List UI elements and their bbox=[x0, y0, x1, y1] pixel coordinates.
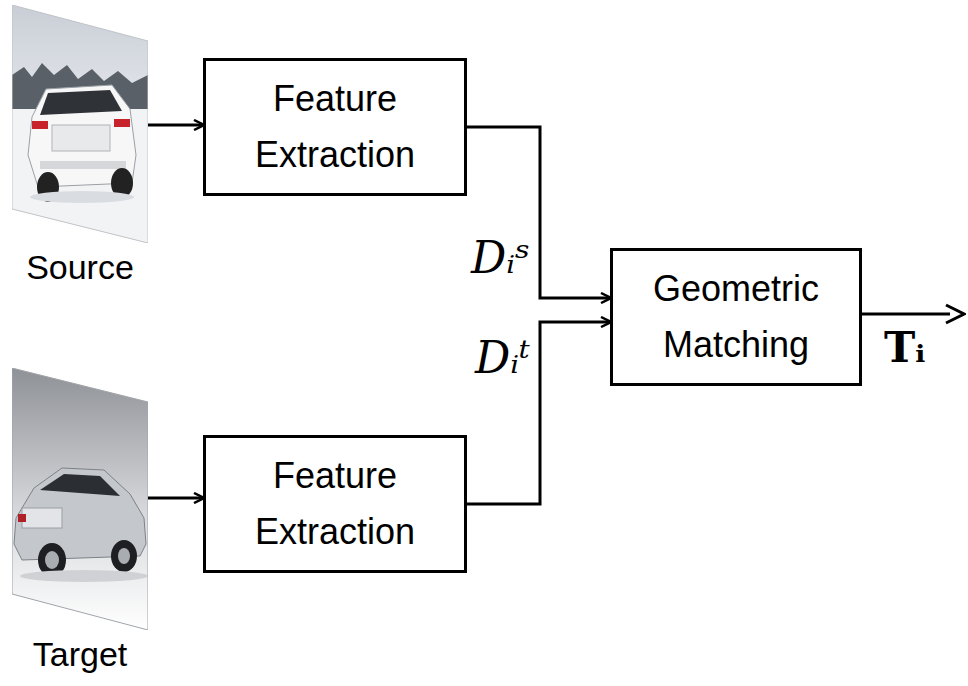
connector-arrow bbox=[467, 322, 610, 504]
output-label: Tᵢ bbox=[884, 322, 925, 374]
source-photo bbox=[12, 5, 148, 243]
target-photo bbox=[12, 368, 148, 630]
connector-arrow bbox=[148, 497, 203, 500]
process-box: Geometric Matching bbox=[610, 248, 862, 386]
image-caption: Source bbox=[0, 247, 168, 287]
image-caption: Target bbox=[0, 634, 168, 674]
connector-arrow bbox=[467, 127, 610, 298]
box-label: Feature Extraction bbox=[216, 71, 454, 183]
connector-arrow bbox=[148, 124, 203, 127]
box-label: Feature Extraction bbox=[216, 448, 454, 560]
image-node: Source bbox=[12, 5, 148, 287]
edge-label: Dᵢᵗ bbox=[473, 330, 532, 386]
process-box: Feature Extraction bbox=[203, 58, 467, 196]
image-node: Target bbox=[12, 368, 148, 674]
edge-label: Dᵢˢ bbox=[469, 230, 532, 286]
process-box: Feature Extraction bbox=[203, 435, 467, 573]
box-label: Geometric Matching bbox=[623, 261, 849, 373]
